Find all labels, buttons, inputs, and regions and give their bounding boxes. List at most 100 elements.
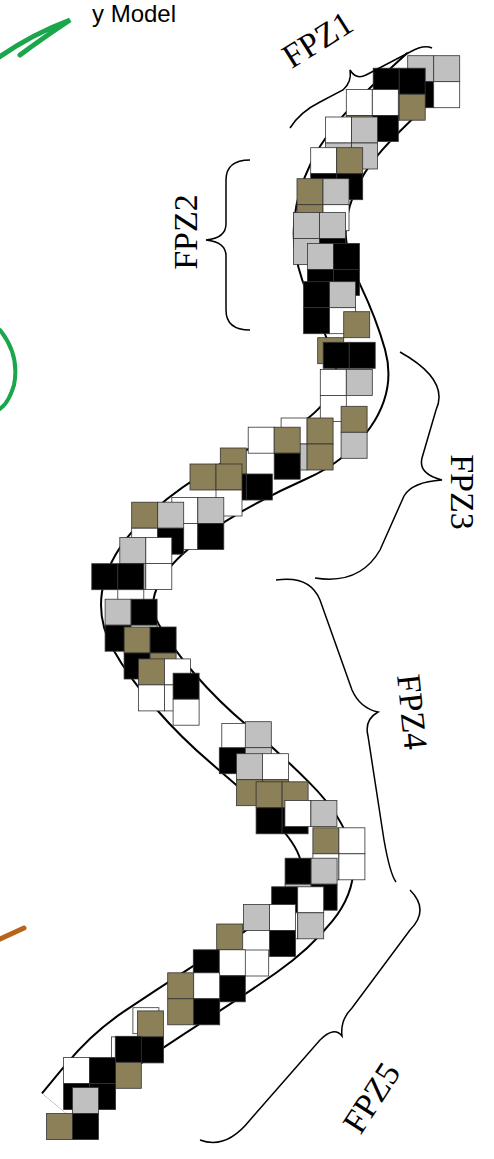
grain-square	[330, 282, 356, 308]
grain-square	[217, 924, 243, 950]
grain-square	[372, 90, 398, 116]
grain-square	[146, 563, 172, 589]
grain-square	[298, 887, 324, 913]
grain-square	[105, 599, 131, 625]
grain-square	[115, 1062, 141, 1088]
grain-square	[297, 179, 323, 205]
zone-label: FPZ5	[337, 1057, 407, 1139]
grain-square	[194, 999, 220, 1025]
grain-square	[118, 564, 144, 590]
bracket	[315, 352, 442, 579]
green-scribble	[0, 20, 70, 60]
grain-square	[138, 1011, 164, 1037]
grain-square	[311, 801, 337, 827]
grain-square	[352, 117, 378, 143]
zone-label: FPZ3	[445, 454, 479, 530]
grain-square	[219, 950, 245, 976]
zone-label: FPZ2	[169, 194, 203, 270]
annotation-marks	[0, 20, 70, 940]
grain-square	[307, 418, 333, 444]
bracket	[206, 160, 250, 330]
grain-square	[132, 502, 158, 528]
grain-square	[341, 432, 367, 458]
green-scribble	[0, 330, 15, 410]
grain-square	[399, 68, 425, 94]
grain-square	[262, 754, 288, 780]
grain-square	[73, 1088, 99, 1114]
grain-square	[311, 858, 337, 884]
grain-square	[236, 754, 262, 780]
grain-square	[294, 213, 320, 239]
grain-square	[246, 474, 272, 500]
grain-square	[47, 1114, 73, 1140]
grain-square	[337, 148, 363, 174]
brackets	[200, 47, 442, 1143]
grain-square	[193, 950, 219, 976]
grain-square	[115, 1036, 141, 1062]
fiber-band	[62, 72, 425, 1110]
grain-square	[146, 537, 172, 563]
grain-square	[346, 90, 372, 116]
grain-square	[274, 427, 300, 453]
grain-square	[326, 117, 352, 143]
grain-square	[339, 854, 365, 880]
grain-square	[333, 243, 359, 269]
grain-square	[341, 406, 367, 432]
grain-square	[307, 444, 333, 470]
grain-square	[248, 427, 274, 453]
orange-mark	[0, 928, 24, 940]
grain-square	[90, 1058, 116, 1084]
grain-square	[320, 369, 346, 395]
zone-label: FPZ1	[277, 6, 359, 75]
grain-square	[168, 973, 194, 999]
grain-square	[344, 312, 370, 338]
grain-square	[219, 976, 245, 1002]
grain-square	[323, 179, 349, 205]
grain-square	[323, 342, 349, 368]
zone-label: FPZ4	[391, 673, 433, 752]
grain-square	[138, 659, 164, 685]
grain-square	[124, 627, 150, 653]
grain-square	[216, 464, 242, 490]
bracket	[200, 890, 420, 1143]
grain-square	[244, 905, 270, 931]
grain-square	[256, 808, 282, 834]
grain-square	[346, 369, 372, 395]
grain-square	[222, 723, 248, 749]
grain-square	[198, 523, 224, 549]
grain-square	[434, 56, 460, 82]
grain-square	[304, 308, 330, 334]
grain-square	[92, 564, 118, 590]
grain-square	[73, 1114, 99, 1140]
grain-square	[64, 1058, 90, 1084]
grain-square	[274, 453, 300, 479]
band-outline	[62, 72, 425, 1110]
grain-square	[150, 627, 176, 653]
grain-square	[168, 999, 194, 1025]
grain-square	[190, 464, 216, 490]
bracket	[276, 579, 396, 882]
grain-square	[270, 905, 296, 931]
grain-square	[399, 94, 425, 120]
grain-square	[173, 673, 199, 699]
grain-square	[313, 828, 339, 854]
grain-square	[304, 282, 330, 308]
grain-square	[339, 828, 365, 854]
grain-square	[285, 801, 311, 827]
grain-square	[307, 243, 333, 269]
band-outline	[62, 72, 425, 1110]
grain-square	[298, 913, 324, 939]
grain-square	[173, 699, 199, 725]
grain-square	[285, 858, 311, 884]
grain-square	[311, 148, 337, 174]
grain-square	[349, 342, 375, 368]
grain-square	[320, 213, 346, 239]
grain-square	[131, 599, 157, 625]
grain-square	[434, 82, 460, 108]
grain-square	[158, 502, 184, 528]
grain-square	[256, 782, 282, 808]
grain-square	[270, 931, 296, 957]
grain-square	[198, 497, 224, 523]
grain-square	[120, 537, 146, 563]
